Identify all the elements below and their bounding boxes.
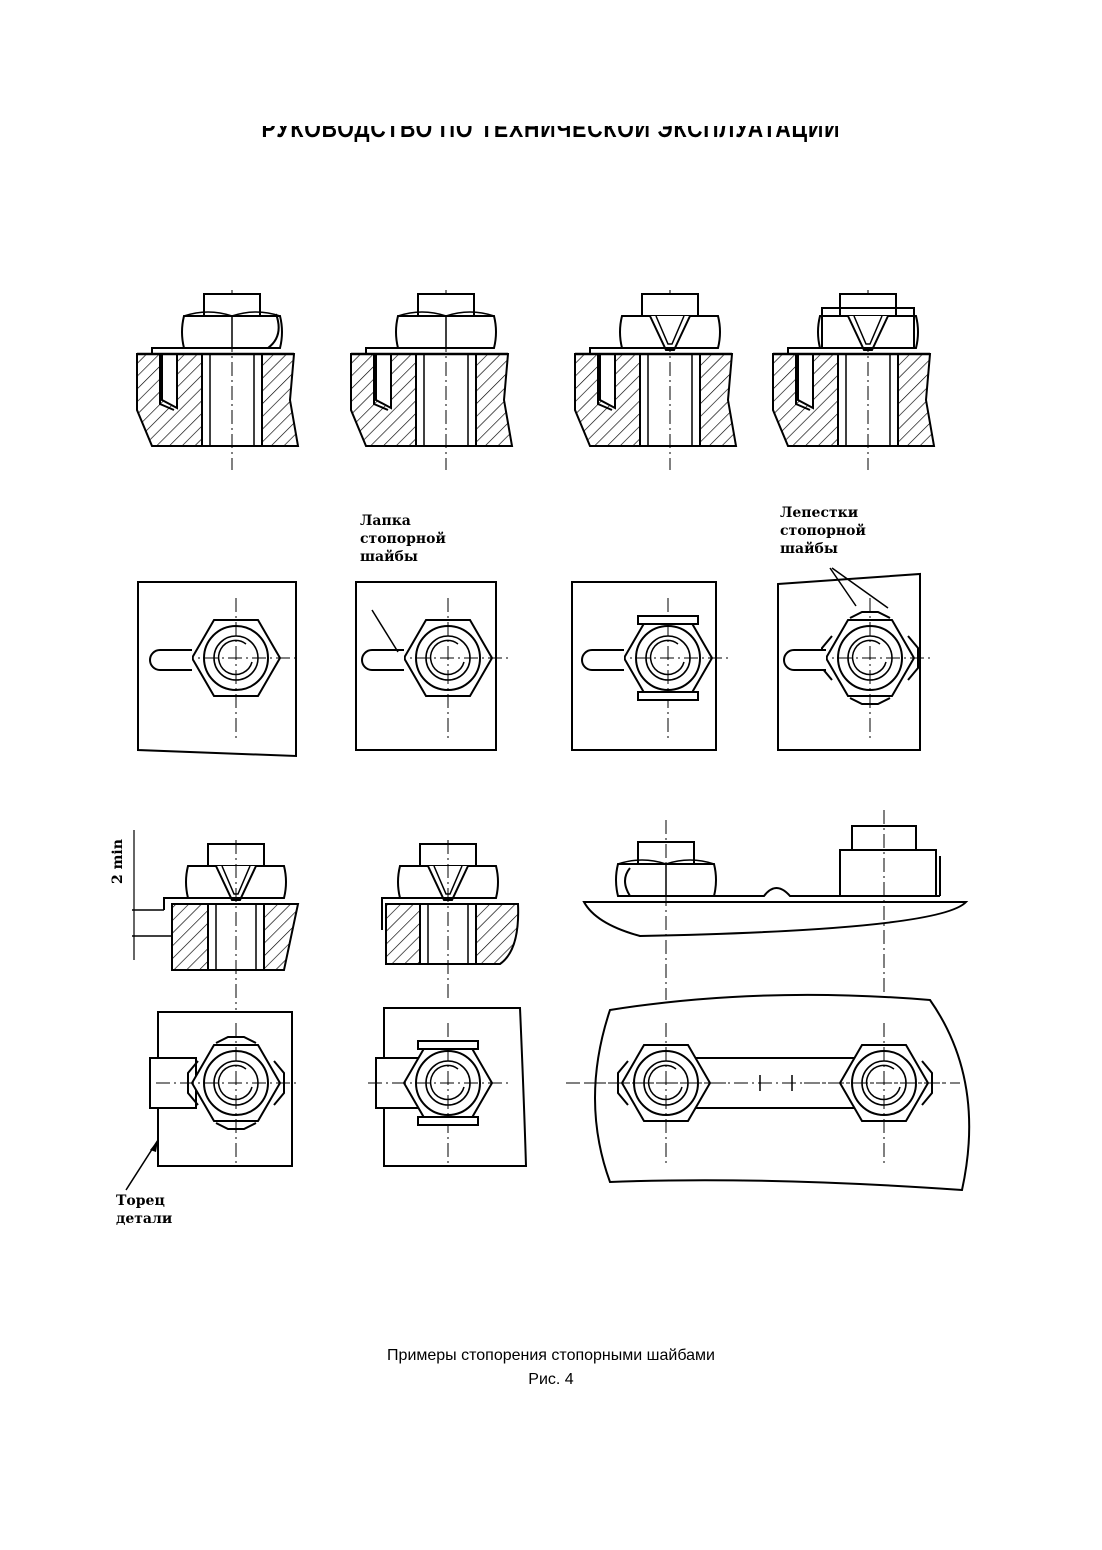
section-view-4 (771, 288, 936, 472)
figure-caption: Примеры стопорения стопорными шайбами Ри… (0, 1344, 1102, 1392)
plan-view-4 (777, 567, 931, 751)
end-face-label: Торец детали (116, 1193, 173, 1227)
petals-label: Лепестки стопорной шайбы (780, 505, 866, 557)
caption-figure-number: Рис. 4 (528, 1371, 574, 1388)
section-view-6 (381, 840, 520, 1000)
section-view-7 (582, 810, 969, 1000)
dimension-label: 2 min (110, 839, 126, 884)
plan-view-1 (137, 581, 297, 758)
section-view-2 (349, 288, 514, 472)
section-view-3 (573, 288, 738, 472)
plan-view-2 (355, 581, 509, 751)
plan-view-7 (566, 993, 971, 1192)
section-view-1 (135, 288, 300, 472)
plan-view-6 (367, 1007, 528, 1167)
page-header-title: РУКОВОДСТВО ПО ТЕХНИЧЕСКОЙ ЭКСПЛУАТАЦИИ (261, 126, 841, 142)
plan-view-5 (125, 1011, 297, 1191)
plan-view-3 (571, 581, 729, 751)
section-view-5 (132, 830, 300, 1010)
tab-label: Лапка стопорной шайбы (360, 513, 446, 565)
caption-title: Примеры стопорения стопорными шайбами (387, 1347, 715, 1364)
